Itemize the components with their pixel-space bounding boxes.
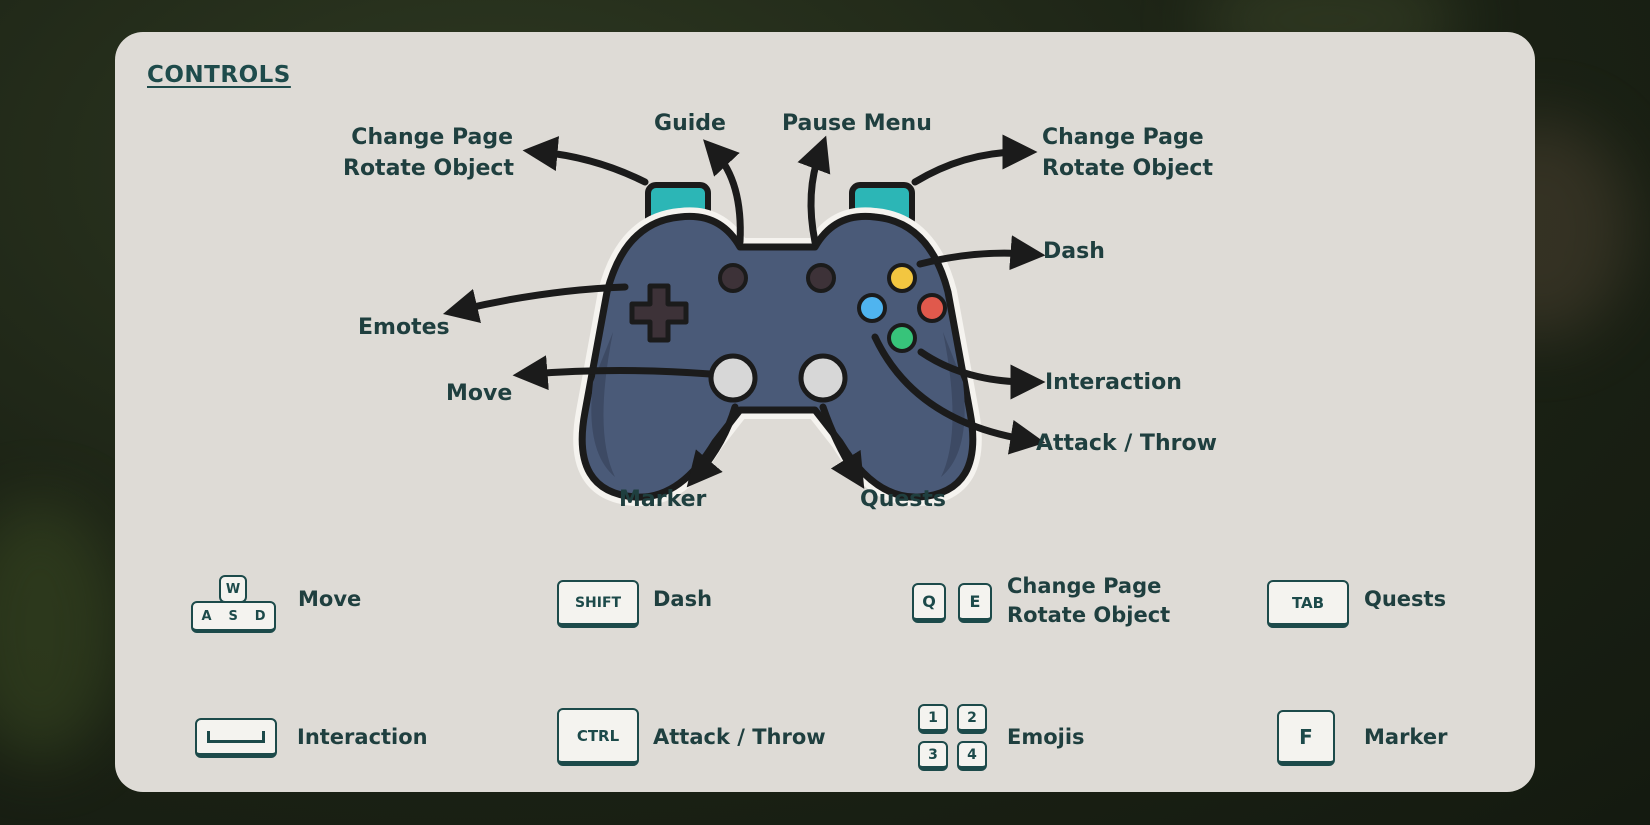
kb-label-attack-throw: Attack / Throw [653,725,826,749]
left-stick [708,353,758,403]
kb-label-dash: Dash [653,587,713,611]
label-attack-throw: Attack / Throw [1036,431,1217,456]
key-space [195,718,277,758]
key-tab: TAB [1267,580,1349,628]
kb-label-interaction: Interaction [297,725,428,749]
label-pause: Pause Menu [782,111,932,136]
wasd-keys: W A S D [191,575,276,633]
kb-label-quests: Quests [1364,587,1447,611]
label-marker: Marker [619,487,707,512]
label-emotes: Emotes [358,315,450,340]
key-4: 4 [957,741,987,771]
label-guide: Guide [654,111,726,136]
gamepad-diagram [442,134,1046,507]
key-s: S [228,608,238,624]
face-button-blue [857,293,887,323]
space-bar-icon [207,730,265,743]
key-q: Q [912,583,946,623]
dpad [629,283,689,343]
page-title: CONTROLS [147,62,291,88]
key-f: F [1277,710,1335,766]
controls-panel: CONTROLS [115,32,1535,792]
kb-label-move: Move [298,587,362,611]
key-1: 1 [918,704,948,734]
kb-label-emojis: Emojis [1007,725,1085,749]
key-d: D [254,608,266,624]
label-move: Move [446,381,513,406]
key-w: W [219,575,247,603]
key-shift: SHIFT [557,580,639,628]
label-dash: Dash [1043,239,1105,264]
key-2: 2 [957,704,987,734]
key-e: E [958,583,992,623]
key-ctrl: CTRL [557,708,639,766]
guide-button [718,263,748,293]
label-quests: Quests [860,487,946,512]
key-a: A [201,608,212,624]
label-interaction: Interaction [1045,370,1182,395]
face-button-red [917,293,947,323]
key-3: 3 [918,741,948,771]
face-button-green [887,323,917,353]
kb-label-marker: Marker [1364,725,1448,749]
right-stick [798,353,848,403]
key-asd: A S D [191,601,276,633]
pause-button [806,263,836,293]
face-button-yellow [887,263,917,293]
